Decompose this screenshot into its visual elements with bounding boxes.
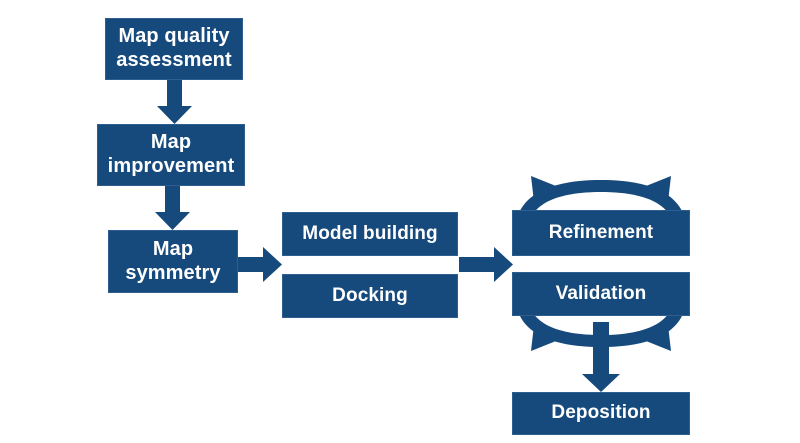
node-docking[interactable]: Docking	[282, 274, 458, 318]
node-label: Refinement	[548, 221, 654, 243]
node-deposition[interactable]: Deposition	[512, 392, 690, 435]
node-label: Deposition	[551, 402, 651, 424]
node-label: Model building	[302, 222, 438, 244]
arrow-cycle-to-deposition	[582, 322, 620, 392]
node-map-improvement[interactable]: Map improvement	[97, 124, 245, 186]
arrow-improvement-to-symmetry	[155, 186, 190, 230]
node-label: Map quality assessment	[116, 25, 232, 71]
node-label: Map symmetry	[125, 237, 221, 284]
node-label: Validation	[555, 282, 647, 304]
arrow-symmetry-to-building	[238, 247, 282, 282]
node-map-quality-assessment[interactable]: Map quality assessment	[105, 18, 243, 80]
node-map-symmetry[interactable]: Map symmetry	[108, 230, 238, 293]
node-validation[interactable]: Validation	[512, 272, 690, 316]
node-label: Map improvement	[107, 131, 235, 177]
arrow-building-to-refinement	[459, 247, 513, 282]
node-model-building[interactable]: Model building	[282, 212, 458, 256]
arrow-quality-to-improvement	[157, 80, 192, 124]
node-label: Docking	[332, 284, 408, 306]
node-refinement[interactable]: Refinement	[512, 210, 690, 256]
